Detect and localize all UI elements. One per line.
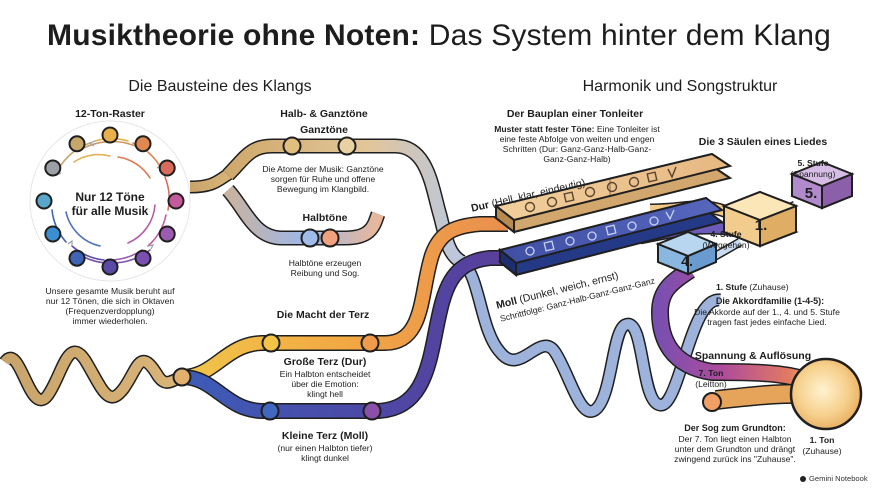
- minor-scale-board: [497, 196, 725, 278]
- left-section-title: Die Bausteine des Klangs: [128, 78, 312, 95]
- tone-dot: [35, 192, 53, 210]
- steps-title: Halb- & Ganztöne: [280, 108, 368, 120]
- half-tone-node: [300, 228, 320, 248]
- major-third-node: [261, 333, 281, 353]
- major-scale-board: [493, 152, 733, 235]
- brand-icon: [800, 476, 806, 482]
- major-third-title: Große Terz (Dur): [283, 356, 367, 368]
- whole-tones-text: Die Atome der Musik: Ganztöne sorgen für…: [262, 164, 384, 195]
- half-tones-title: Halbtöne: [302, 212, 348, 224]
- scale-text-bold: Muster statt fester Töne:: [494, 124, 595, 134]
- page-title: Musiktheorie ohne Noten: Das System hint…: [0, 18, 878, 53]
- block1-label: 1.: [754, 217, 768, 234]
- leading-tone-sub: (Leitton): [695, 379, 727, 389]
- major-third-node: [360, 333, 380, 353]
- block5-label: 5.: [804, 185, 818, 202]
- pillar-block-4: [655, 230, 719, 276]
- raster-description: Unsere gesamte Musik beruht auf nur 12 T…: [45, 286, 175, 327]
- major-third-text: Ein Halbton entscheidet über die Emotion…: [279, 369, 371, 400]
- step5-title: 5. Stufe: [797, 158, 829, 168]
- tone-dot: [44, 159, 62, 177]
- tone-dot: [134, 249, 152, 267]
- family-title: Die Akkordfamilie (1-4-5):: [715, 296, 825, 306]
- half-tone-node: [320, 228, 340, 248]
- scale-text: Muster statt fester Töne: Eine Tonleiter…: [494, 124, 660, 165]
- step1-sub: (Zuhause): [747, 282, 789, 292]
- whole-tone-node: [282, 136, 302, 156]
- tone-dot: [158, 225, 176, 243]
- tone-dot: [68, 135, 86, 153]
- page-title-bold: Musiktheorie ohne Noten:: [47, 19, 421, 52]
- tone-dot: [167, 192, 185, 210]
- leading-tone-node: [702, 392, 722, 412]
- family-text: Die Akkorde auf der 1., 4. und 5. Stufe …: [694, 307, 840, 328]
- page-title-rest: Das System hinter dem Klang: [428, 19, 831, 52]
- minor-third-title: Kleine Terz (Moll): [281, 430, 369, 442]
- brand-name: Gemini Notebook: [809, 474, 868, 483]
- step5-sub: (Spannung): [790, 169, 836, 179]
- pull-title: Der Sog zum Grundton:: [684, 423, 786, 433]
- scale-title: Der Bauplan einer Tonleiter: [506, 108, 644, 120]
- step4-title: 4. Stufe: [710, 229, 742, 239]
- tone-dot: [101, 258, 119, 276]
- twelve-tone-dots: [35, 126, 185, 276]
- third-title: Die Macht der Terz: [276, 309, 370, 321]
- scale-text-body: Eine Tonleiter ist eine feste Abfolge vo…: [499, 124, 660, 165]
- tone-dot: [134, 135, 152, 153]
- block4-label: 4.: [681, 253, 693, 269]
- pillar-block-5: [789, 160, 855, 210]
- tone-dot: [158, 159, 176, 177]
- pillars-title: Die 3 Säulen eines Liedes: [698, 136, 828, 148]
- root-tone-sub: (Zuhause): [802, 446, 842, 456]
- root-tone-title: 1. Ton: [809, 435, 835, 445]
- step1-title: 1. Stufe: [716, 282, 748, 292]
- raster-title: 12-Ton-Raster: [75, 108, 145, 120]
- minor-third-node: [362, 401, 382, 421]
- minor-third-node: [260, 401, 280, 421]
- step4-sub: (Weggehen): [702, 240, 750, 250]
- leading-tone-title: 7. Ton: [698, 368, 724, 378]
- step1-label: 1. Stufe (Zuhause): [716, 282, 789, 292]
- tone-dot: [44, 225, 62, 243]
- whole-tones-title: Ganztöne: [300, 124, 348, 136]
- pillar-block-1: [721, 190, 799, 248]
- pull-text: Der 7. Ton liegt einen Halbton unter dem…: [674, 434, 796, 465]
- raster-center-text: Nur 12 Töne für alle Musik: [71, 190, 149, 219]
- root-tone-sphere: [789, 357, 863, 431]
- whole-tone-node: [337, 136, 357, 156]
- brand-mark: Gemini Notebook: [800, 474, 868, 483]
- right-section-title: Harmonik und Songstruktur: [582, 78, 778, 95]
- bottom-wave-node: [172, 367, 192, 387]
- minor-third-text: (nur einen Halbton tiefer) klingt dunkel: [277, 443, 373, 464]
- tone-dot: [101, 126, 119, 144]
- tension-title: Spannung & Auflösung: [694, 350, 812, 362]
- half-tones-text: Halbtöne erzeugen Reibung und Sog.: [288, 258, 362, 279]
- tone-dot: [68, 249, 86, 267]
